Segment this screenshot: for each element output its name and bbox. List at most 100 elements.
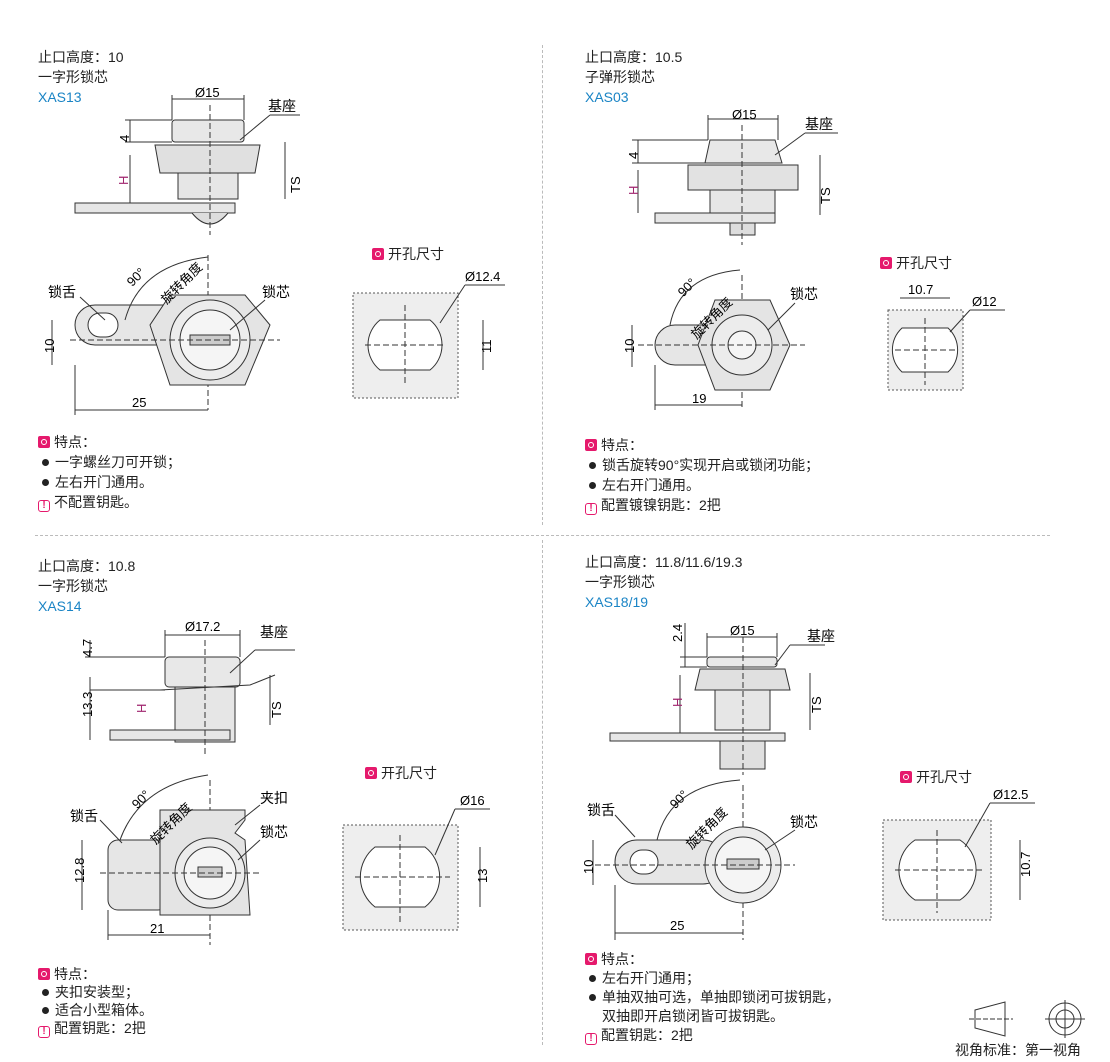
feature-item: 单抽双抽可选，单抽即锁闭可拔钥匙， (602, 989, 840, 1005)
dim-TS: TS (809, 696, 824, 713)
panel-2-drawing: Ø15 基座 4 H TS 90° 旋转角度 锁芯 10 19 (622, 107, 838, 410)
panel-2-cutout-title: 开孔尺寸 (880, 253, 952, 273)
dim-H: H (134, 704, 149, 713)
warning-icon: ! (38, 500, 50, 512)
bullet-square-icon (585, 439, 597, 451)
dim-2-4: 2.4 (670, 624, 685, 642)
label-base: 基座 (268, 98, 296, 114)
dim-diameter: Ø15 (730, 623, 755, 638)
dim-diameter: Ø15 (195, 85, 220, 100)
bullet-square-icon (900, 771, 912, 783)
label-tongue: 锁舌 (587, 802, 615, 818)
cutout-dim-top: 10.7 (908, 282, 933, 297)
horizontal-divider (35, 535, 1050, 536)
panel-3-drawing: Ø17.2 基座 4.7 H 13.3 TS 90° 旋转角度 夹扣 锁舌 锁芯… (70, 619, 295, 945)
feature-item: 一字螺丝刀可开锁； (55, 454, 181, 470)
feature-item: 双抽即开启锁闭皆可拔钥匙。 (602, 1008, 784, 1024)
note: 不配置钥匙。 (54, 494, 138, 510)
bullet-dot-icon (42, 1007, 49, 1015)
dim-width: 10 (42, 339, 57, 353)
cutout-diameter: Ø12.5 (993, 787, 1028, 802)
dim-TS: TS (269, 701, 284, 718)
panel-3-cutout-title: 开孔尺寸 (365, 763, 437, 783)
feature-item: 锁舌旋转90°实现开启或锁闭功能； (602, 457, 820, 473)
model-code: XAS13 (38, 89, 82, 105)
dim-length: 21 (150, 921, 164, 936)
bullet-dot-icon (589, 462, 596, 470)
feature-item: 左右开门通用。 (55, 474, 153, 490)
dim-H: H (626, 186, 641, 195)
label-core: 锁芯 (790, 814, 818, 830)
note: 配置钥匙：2把 (601, 1027, 693, 1043)
label-tongue: 锁舌 (70, 808, 98, 824)
bullet-square-icon (372, 248, 384, 260)
cutout-diameter: Ø12 (972, 294, 997, 309)
core-type: 一字形锁芯 (585, 574, 655, 590)
panel-1-cutout-title: 开孔尺寸 (372, 244, 444, 264)
core-type: 子弹形锁芯 (585, 69, 655, 85)
dim-4: 4 (626, 152, 641, 159)
dim-width: 12.8 (72, 858, 87, 883)
bullet-square-icon (585, 953, 597, 965)
cutout-diameter: Ø16 (460, 793, 485, 808)
label-core: 锁芯 (262, 284, 290, 300)
panel-3-cutout: Ø16 13 (342, 793, 490, 931)
bullet-dot-icon (589, 482, 596, 490)
bullet-dot-icon (42, 479, 49, 487)
height-label: 止口高度：10.5 (585, 49, 683, 65)
height-label: 止口高度：10 (38, 49, 124, 65)
cutout-dim: 10.7 (1018, 852, 1033, 877)
bullet-dot-icon (589, 975, 596, 983)
height-label: 止口高度：11.8/11.6/19.3 (585, 554, 743, 570)
dim-13-3: 13.3 (80, 692, 95, 717)
bullet-dot-icon (42, 989, 49, 997)
dim-TS: TS (288, 176, 303, 193)
feature-item: 适合小型箱体。 (55, 1002, 153, 1018)
model-code: XAS03 (585, 89, 629, 105)
dim-TS: TS (818, 187, 833, 204)
panel-1-cutout: Ø12.4 11 (352, 269, 505, 399)
bullet-square-icon (38, 968, 50, 980)
cutout-dim: 13 (475, 869, 490, 883)
model-code: XAS18/19 (585, 594, 649, 610)
bullet-dot-icon (42, 459, 49, 467)
dim-length: 25 (132, 395, 146, 410)
feature-item: 夹扣安装型； (55, 984, 139, 1000)
panel-4-header: 止口高度：11.8/11.6/19.3 一字形锁芯 XAS18/19 (585, 552, 742, 612)
label-clip: 夹扣 (260, 790, 288, 806)
panel-4-cutout: Ø12.5 10.7 (882, 787, 1035, 921)
panel-2-features: 特点： 锁舌旋转90°实现开启或锁闭功能； 左右开门通用。 !配置镀镍钥匙：2把 (585, 435, 819, 515)
dim-diameter: Ø17.2 (185, 619, 220, 634)
bullet-square-icon (365, 767, 377, 779)
angle-label: 90° (667, 787, 692, 812)
bullet-dot-icon (589, 994, 596, 1002)
dim-H: H (116, 176, 131, 185)
panel-4-cutout-title: 开孔尺寸 (900, 767, 972, 787)
label-base: 基座 (807, 628, 835, 644)
dim-diameter: Ø15 (732, 107, 757, 122)
panel-1-header: 止口高度：10 一字形锁芯 XAS13 (38, 47, 124, 107)
core-type: 一字形锁芯 (38, 69, 108, 85)
warning-icon: ! (38, 1026, 50, 1038)
warning-icon: ! (585, 503, 597, 515)
panel-3-features: 特点： 夹扣安装型； 适合小型箱体。 !配置钥匙：2把 (38, 965, 153, 1038)
dim-width: 10 (581, 860, 596, 874)
angle-label: 90° (124, 265, 149, 290)
label-tongue: 锁舌 (48, 284, 76, 300)
bullet-square-icon (880, 257, 892, 269)
panel-2-cutout: 10.7 Ø12 (887, 282, 1005, 391)
angle-label: 90° (129, 787, 154, 812)
projection-label: 视角标准：第一视角 (955, 1042, 1081, 1058)
panel-1-drawing: Ø15 基座 4 H TS 90° 旋转角度 锁舌 锁芯 10 25 (42, 85, 303, 415)
panel-4-drawing: Ø15 基座 2.4 H TS 90° 旋转角度 锁舌 锁芯 10 25 (581, 623, 835, 940)
dim-width: 10 (622, 339, 637, 353)
angle-label: 90° (675, 275, 700, 300)
note: 配置镀镍钥匙：2把 (601, 497, 721, 513)
first-angle-projection-icon (969, 1000, 1085, 1038)
panel-3-header: 止口高度：10.8 一字形锁芯 XAS14 (38, 556, 135, 616)
height-label: 止口高度：10.8 (38, 558, 136, 574)
feature-item: 左右开门通用； (602, 970, 700, 986)
dim-4: 4 (117, 135, 132, 142)
vertical-divider (542, 45, 543, 525)
dim-4-7: 4.7 (80, 639, 95, 657)
